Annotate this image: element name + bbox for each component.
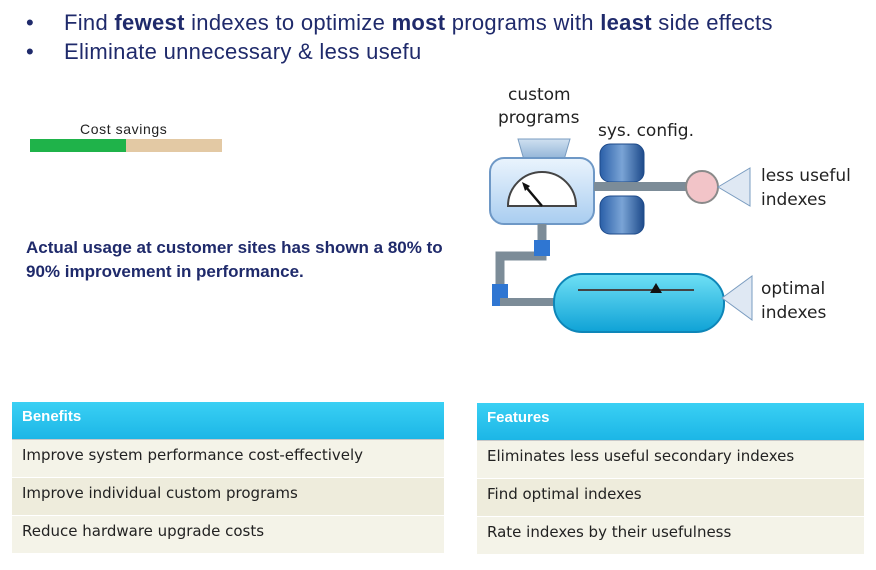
benefit-item: Reduce hardware upgrade costs bbox=[12, 516, 444, 554]
cost-savings-label: Cost savings bbox=[80, 121, 168, 137]
svg-text:custom: custom bbox=[508, 85, 571, 105]
optimal-index-tank bbox=[553, 273, 725, 333]
custom-programs-label: custom programs bbox=[498, 85, 580, 128]
tank-marker bbox=[650, 283, 662, 293]
svg-text:indexes: indexes bbox=[761, 303, 826, 323]
feature-item: Eliminates less useful secondary indexes bbox=[477, 441, 864, 479]
benefits-panel: Benefits Improve system performance cost… bbox=[12, 402, 444, 554]
feature-item: Find optimal indexes bbox=[477, 479, 864, 517]
cost-savings-fill bbox=[30, 139, 126, 152]
pipe-elbow bbox=[534, 240, 550, 256]
sys-config-label: sys. config. bbox=[598, 121, 694, 141]
bullet-item: • Eliminate unnecessary & less usefu bbox=[26, 37, 846, 66]
bullet-text: Eliminate unnecessary & less usefu bbox=[64, 39, 422, 64]
hopper bbox=[517, 138, 571, 161]
svg-text:indexes: indexes bbox=[761, 190, 826, 210]
usage-statement: Actual usage at customer sites has shown… bbox=[26, 238, 443, 281]
svg-text:programs: programs bbox=[498, 108, 580, 128]
index-optimizer-diagram: custom programs sys. config. less useful… bbox=[489, 85, 851, 333]
cost-savings-bar bbox=[30, 139, 222, 152]
features-panel: Features Eliminates less useful secondar… bbox=[477, 403, 864, 555]
feature-item: Rate indexes by their usefulness bbox=[477, 517, 864, 555]
optimal-label: optimal indexes bbox=[761, 279, 826, 323]
features-header: Features bbox=[477, 403, 864, 441]
bullet-dot: • bbox=[26, 39, 35, 64]
config-cylinder bbox=[599, 195, 645, 235]
svg-text:optimal: optimal bbox=[761, 279, 825, 299]
optimal-cone bbox=[721, 275, 753, 321]
bullet-text: Find fewest indexes to optimize most pro… bbox=[64, 10, 773, 35]
bullet-dot: • bbox=[26, 10, 35, 35]
bullet-item: • Find fewest indexes to optimize most p… bbox=[26, 8, 846, 37]
benefit-item: Improve individual custom programs bbox=[12, 478, 444, 516]
less-useful-cone bbox=[717, 167, 751, 207]
benefits-header: Benefits bbox=[12, 402, 444, 440]
config-cylinder bbox=[599, 143, 645, 183]
gauge-needle bbox=[525, 186, 543, 207]
svg-text:less useful: less useful bbox=[761, 166, 851, 186]
valve bbox=[685, 170, 719, 204]
benefit-item: Improve system performance cost-effectiv… bbox=[12, 440, 444, 478]
svg-text:sys. config.: sys. config. bbox=[598, 121, 694, 141]
gauge bbox=[506, 171, 578, 207]
bullet-list: • Find fewest indexes to optimize most p… bbox=[26, 8, 846, 66]
pipe bbox=[594, 182, 694, 191]
less-useful-label: less useful indexes bbox=[761, 166, 851, 210]
pipe bbox=[500, 298, 560, 306]
feed-pipe bbox=[495, 224, 547, 294]
